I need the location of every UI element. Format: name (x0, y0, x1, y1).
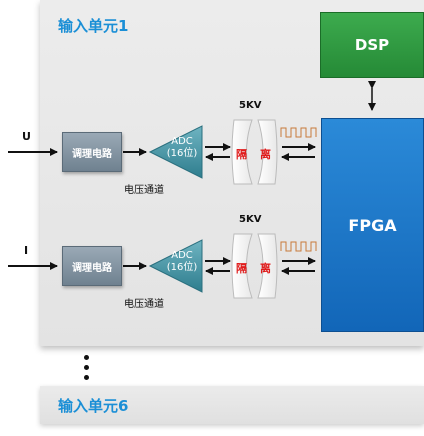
adc-label-2: ADC (16位) (162, 250, 202, 274)
adc-line1-1: ADC (171, 136, 193, 147)
isolation-char-right-2: 离 (260, 262, 271, 275)
adc-line2-2: (16位) (166, 262, 198, 273)
isolation-right-1 (257, 119, 278, 185)
fpga-label: FPGA (348, 215, 397, 235)
clock-signal-1 (280, 127, 317, 138)
dsp-label: DSP (354, 36, 390, 54)
isolation-left-1 (231, 119, 253, 185)
ellipsis-dot (84, 365, 89, 370)
input-unit-1-title: 输入单元1 (58, 17, 129, 35)
conditioning-circuit-1: 调理电路 (62, 132, 122, 172)
fpga-block: FPGA (321, 118, 424, 332)
isolation-char-left-1: 隔 (236, 148, 247, 161)
isolation-voltage-1: 5KV (239, 100, 262, 111)
conditioning-label-1: 调理电路 (72, 148, 112, 160)
adc-label-1: ADC (16位) (162, 136, 202, 160)
isolation-voltage-2: 5KV (239, 214, 262, 225)
conditioning-label-2: 调理电路 (72, 262, 112, 274)
adc-line2-1: (16位) (166, 148, 198, 159)
ellipsis-dot (84, 355, 89, 360)
input-unit-6-title: 输入单元6 (58, 397, 129, 415)
ellipsis-dot (84, 375, 89, 380)
conditioning-circuit-2: 调理电路 (62, 246, 122, 286)
isolation-char-right-1: 离 (260, 148, 271, 161)
input-i-label: I (24, 244, 29, 257)
input-u-label: U (22, 130, 31, 143)
adc-line1-2: ADC (171, 250, 193, 261)
clock-signal-2 (280, 241, 317, 252)
adc-triangle-1 (148, 125, 203, 179)
isolation-char-left-2: 隔 (236, 262, 247, 275)
adc-triangle-2 (148, 239, 203, 293)
isolation-left-2 (231, 233, 253, 299)
voltage-channel-label-2: 电压通道 (124, 299, 164, 310)
isolation-right-2 (257, 233, 278, 299)
voltage-channel-label-1: 电压通道 (124, 185, 164, 196)
input-unit-6-panel (40, 386, 424, 424)
